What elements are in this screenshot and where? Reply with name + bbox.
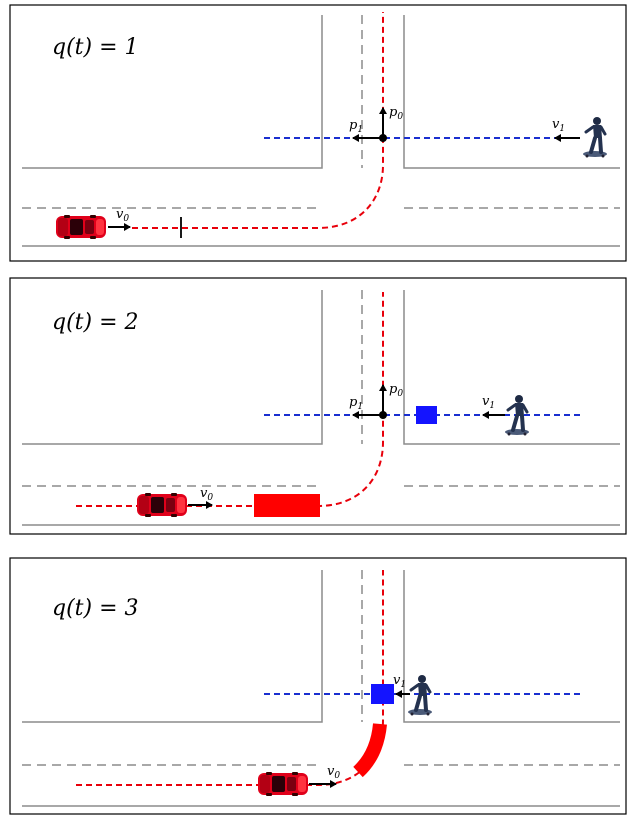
lane-markings xyxy=(22,15,620,209)
red-car-icon xyxy=(56,215,106,239)
road-edges xyxy=(22,15,620,247)
panel-border xyxy=(9,277,627,535)
road-edges xyxy=(22,570,620,807)
ped-velocity-label: v1 xyxy=(552,117,565,134)
pedestrian-occupancy-block xyxy=(416,406,437,424)
car-velocity-label: v0 xyxy=(116,207,129,224)
skateboarder-icon xyxy=(581,115,609,160)
panel-label: q(t) = 2 xyxy=(52,310,139,335)
panel-label: q(t) = 1 xyxy=(52,35,139,60)
lane-markings xyxy=(22,290,620,487)
red-car-icon xyxy=(137,493,187,517)
panel-1: p0 p1 v0 v1 q(t) = 1 xyxy=(9,4,627,262)
panel-border xyxy=(9,557,627,815)
car-path xyxy=(132,12,384,229)
car-velocity-label: v0 xyxy=(200,486,213,503)
car-path xyxy=(76,292,384,507)
p1-label: p1 xyxy=(349,118,363,135)
red-car-icon xyxy=(258,772,308,796)
p1-label: p1 xyxy=(349,395,363,412)
p0-label: p0 xyxy=(389,105,403,122)
pedestrian-occupancy-block xyxy=(371,684,394,704)
panel-3: v0 v1 q(t) = 3 xyxy=(9,557,627,815)
ped-velocity-label: v1 xyxy=(393,673,406,690)
car-occupancy-block xyxy=(254,494,320,517)
road-edges xyxy=(22,290,620,526)
lane-markings xyxy=(22,570,620,766)
ped-velocity-label: v1 xyxy=(482,394,495,411)
skateboarder-icon xyxy=(406,673,434,718)
car-occupancy-block xyxy=(353,723,387,778)
panel-border xyxy=(9,4,627,262)
car-velocity-label: v0 xyxy=(327,764,340,781)
panel-label: q(t) = 3 xyxy=(52,596,139,621)
p0-label: p0 xyxy=(389,382,403,399)
panel-2: p0 p1 v0 v1 q(t) = 2 xyxy=(9,277,627,535)
